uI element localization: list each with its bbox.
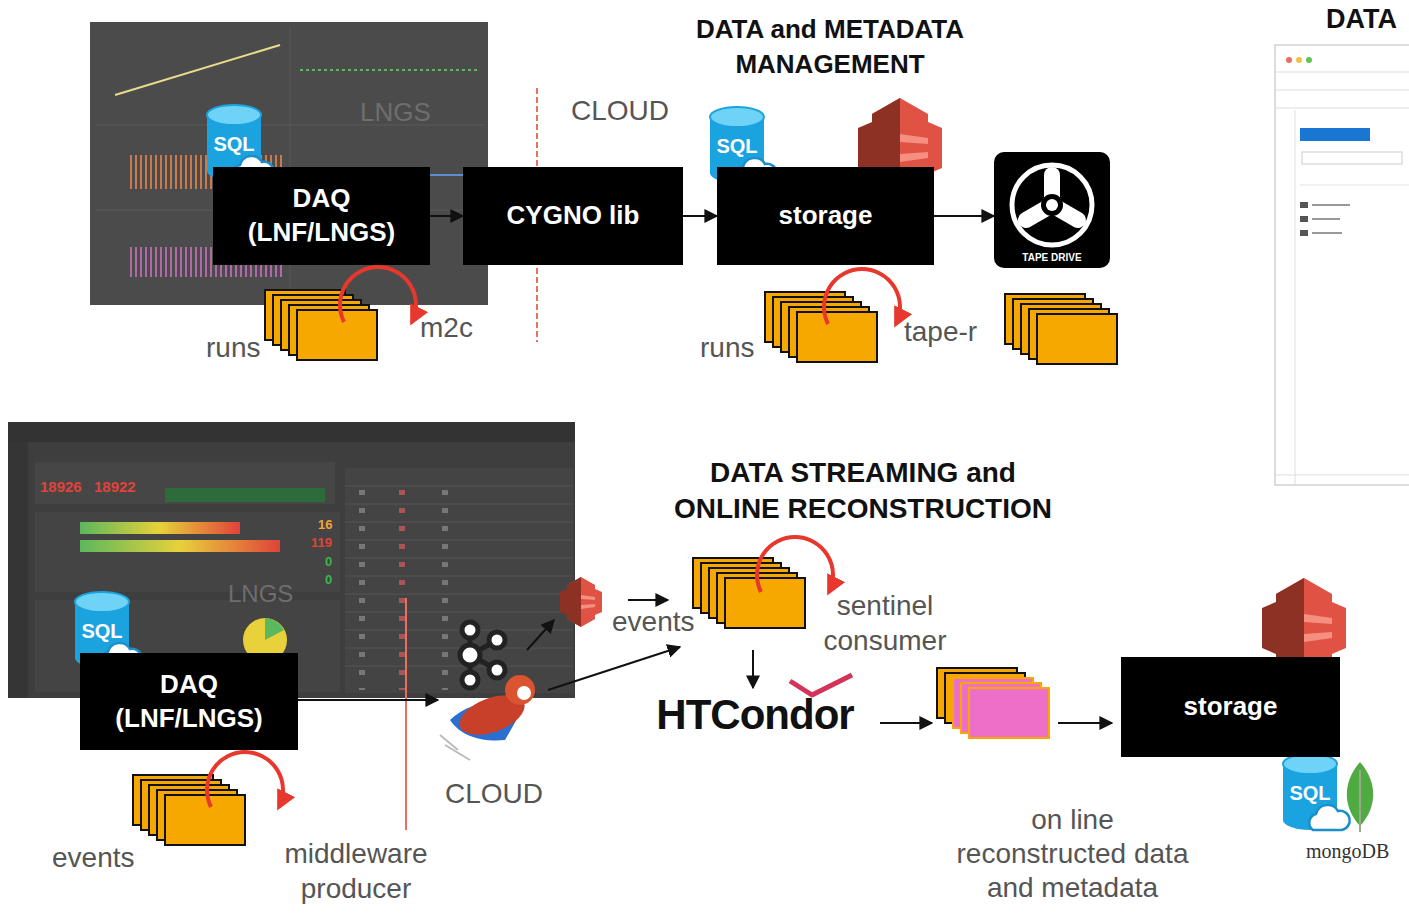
- caption-label: on line reconstructed data and metadata: [945, 803, 1200, 905]
- process-label: middleware producer: [268, 836, 444, 906]
- htcondor-logo: HTCondor: [644, 681, 866, 750]
- stack-label: events: [612, 606, 695, 638]
- tape-drive-box: TAPE DRIVE: [994, 152, 1110, 268]
- icon-label: SQL: [74, 620, 130, 643]
- watermark: LNGS: [228, 580, 293, 608]
- icon-label: SQL: [206, 133, 262, 156]
- daq-box: DAQ (LNF/LNGS): [80, 653, 298, 750]
- logo-label: mongoDB: [1306, 840, 1389, 863]
- stat-number: 119: [311, 536, 332, 551]
- library-box: CYGNO lib: [463, 167, 683, 265]
- node-text: storage: [1184, 690, 1278, 724]
- stat-number: 0: [325, 573, 332, 588]
- node-text: TAPE DRIVE: [1022, 251, 1081, 264]
- node-text: storage: [779, 199, 873, 233]
- node-text: HTCondor: [656, 688, 853, 743]
- process-label: m2c: [420, 312, 473, 344]
- flow-arrow: [934, 215, 994, 217]
- region-label: CLOUD: [445, 778, 543, 810]
- process-label: sentinel consumer: [810, 588, 960, 658]
- watermark: LNGS: [360, 98, 431, 128]
- mongodb-icon: [1347, 762, 1373, 832]
- stat-number: 16: [318, 518, 332, 533]
- stat-number: 0: [325, 555, 332, 570]
- cloud-boundary: [405, 598, 407, 830]
- section-heading: DATA: [1326, 4, 1397, 35]
- storage-box: storage: [717, 167, 934, 265]
- icon-label: SQL: [709, 135, 765, 158]
- stat-number: 18926: [40, 478, 82, 495]
- storage-box: storage: [1121, 657, 1340, 757]
- flow-arrow: [683, 215, 717, 217]
- node-text: DAQ (LNF/LNGS): [237, 182, 407, 250]
- section-heading: DATA STREAMING and ONLINE RECONSTRUCTION: [658, 455, 1068, 527]
- stat-number: 18922: [94, 478, 136, 495]
- process-label: tape-r: [904, 316, 977, 348]
- mascot: [440, 675, 535, 760]
- region-label: CLOUD: [571, 95, 669, 127]
- notebook-screenshot: [1275, 45, 1409, 485]
- daq-box: DAQ (LNF/LNGS): [213, 167, 430, 265]
- node-text: DAQ (LNF/LNGS): [104, 668, 274, 736]
- node-text: CYGNO lib: [507, 199, 640, 233]
- dashboard-screenshot: [90, 22, 488, 305]
- cycle-arrow: [207, 267, 900, 807]
- stack-label: runs: [700, 332, 754, 364]
- icon-label: SQL: [1282, 782, 1338, 805]
- section-heading: DATA and METADATA MANAGEMENT: [660, 12, 1000, 82]
- stack-label: runs: [206, 332, 260, 364]
- kafka-icon: [460, 622, 505, 688]
- stack-label: events: [52, 842, 135, 874]
- tape-drive-icon: [994, 152, 1110, 268]
- flow-arrow: [430, 215, 463, 217]
